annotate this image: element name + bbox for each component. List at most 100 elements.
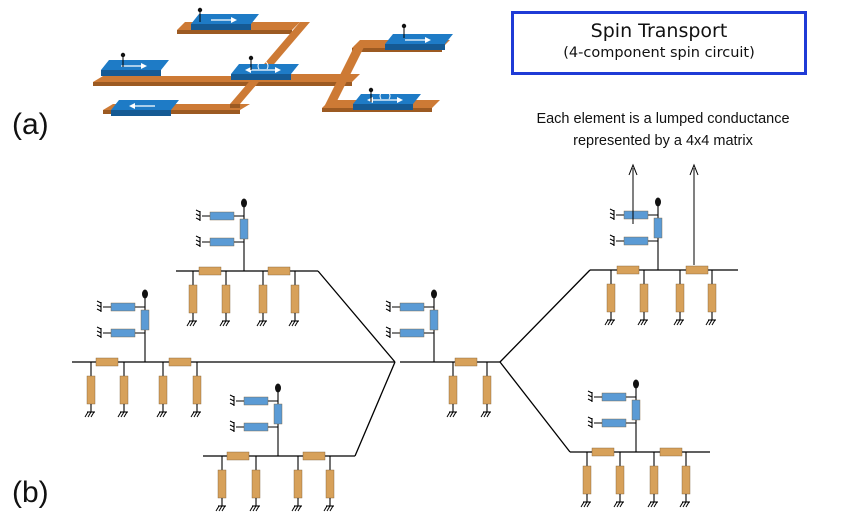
ground — [385, 330, 391, 334]
ground — [452, 411, 457, 418]
ground — [259, 320, 264, 327]
ground — [329, 505, 334, 512]
ground — [297, 505, 302, 512]
ground — [159, 411, 164, 418]
contact-dot — [120, 52, 126, 58]
shunt-conductance — [649, 465, 659, 495]
magnet-side — [353, 104, 413, 110]
ground — [385, 334, 391, 338]
ground — [480, 411, 485, 418]
magnet-conductance — [631, 399, 641, 421]
series-conductance — [267, 266, 291, 276]
shunt-conductance — [258, 284, 268, 314]
ground — [195, 217, 201, 221]
shunt-conductance — [188, 284, 198, 314]
ground — [708, 319, 713, 326]
ground — [640, 319, 645, 326]
ground — [96, 326, 102, 330]
ground — [222, 320, 227, 327]
contact-dot — [368, 87, 374, 93]
ground — [294, 505, 299, 512]
conductor-strip-edge — [230, 104, 240, 108]
ground — [682, 501, 687, 508]
series-conductance — [168, 357, 192, 367]
series-conductance — [95, 357, 119, 367]
ground — [619, 501, 624, 508]
conductor-strip — [325, 45, 365, 105]
series-conductance — [302, 451, 326, 461]
ground — [711, 319, 716, 326]
magnet-conductance — [429, 309, 439, 331]
shunt-conductance — [582, 465, 592, 495]
ground — [189, 320, 194, 327]
ground — [96, 330, 102, 334]
contact-dot — [197, 7, 203, 13]
ground — [647, 501, 652, 508]
contact-dot — [401, 23, 407, 29]
magnet-top — [191, 14, 259, 24]
ground — [483, 411, 488, 418]
ground — [215, 505, 220, 512]
title-text: Spin Transport — [590, 20, 728, 42]
shunt-conductance — [448, 375, 458, 405]
ground — [256, 320, 261, 327]
ground — [385, 304, 391, 308]
ground — [326, 505, 331, 512]
ground — [123, 411, 128, 418]
ground — [679, 501, 684, 508]
ground — [156, 411, 161, 418]
ground — [676, 319, 681, 326]
ground — [609, 216, 615, 220]
ground — [255, 505, 260, 512]
shunt-conductance — [217, 469, 227, 499]
ground — [486, 411, 491, 418]
ground — [195, 213, 201, 217]
terminal-dot — [655, 197, 661, 207]
magnet-branch-conductance — [601, 392, 627, 402]
ground — [609, 208, 615, 212]
ground — [225, 320, 230, 327]
shunt-conductance — [325, 469, 335, 499]
shunt-conductance — [615, 465, 625, 495]
conductor-strip — [230, 22, 310, 104]
ground — [193, 411, 198, 418]
terminal-dot — [142, 289, 148, 299]
ground — [705, 319, 710, 326]
magnet-branch-conductance — [110, 302, 136, 312]
ground — [609, 212, 615, 216]
ground — [446, 411, 451, 418]
interconnect — [354, 361, 396, 457]
series-conductance — [685, 265, 709, 275]
ground — [673, 319, 678, 326]
ground — [221, 505, 226, 512]
ground — [323, 505, 328, 512]
terminal-dot — [431, 289, 437, 299]
arrow-head — [397, 97, 403, 103]
ground — [679, 319, 684, 326]
pointer-arrow-head — [628, 163, 638, 176]
panel-label-a: (a) — [12, 108, 49, 141]
ground — [637, 319, 642, 326]
ground — [186, 320, 191, 327]
ground — [87, 411, 92, 418]
shunt-conductance — [675, 283, 685, 313]
magnet-branch-conductance — [110, 328, 136, 338]
ground — [583, 501, 588, 508]
ground — [229, 424, 235, 428]
title-box: Spin Transport (4-component spin circuit… — [511, 11, 807, 75]
magnet-top — [353, 94, 421, 104]
magnet-conductance — [273, 403, 283, 425]
ground — [609, 238, 615, 242]
ground — [449, 411, 454, 418]
magnet-branch-conductance — [601, 418, 627, 428]
shunt-conductance — [192, 375, 202, 405]
ground — [195, 243, 201, 247]
ground — [616, 501, 621, 508]
ground — [587, 420, 593, 424]
shunt-conductance — [606, 283, 616, 313]
magnet-conductance — [653, 217, 663, 239]
ground — [604, 319, 609, 326]
magnet-side — [101, 70, 161, 76]
ground — [385, 308, 391, 312]
